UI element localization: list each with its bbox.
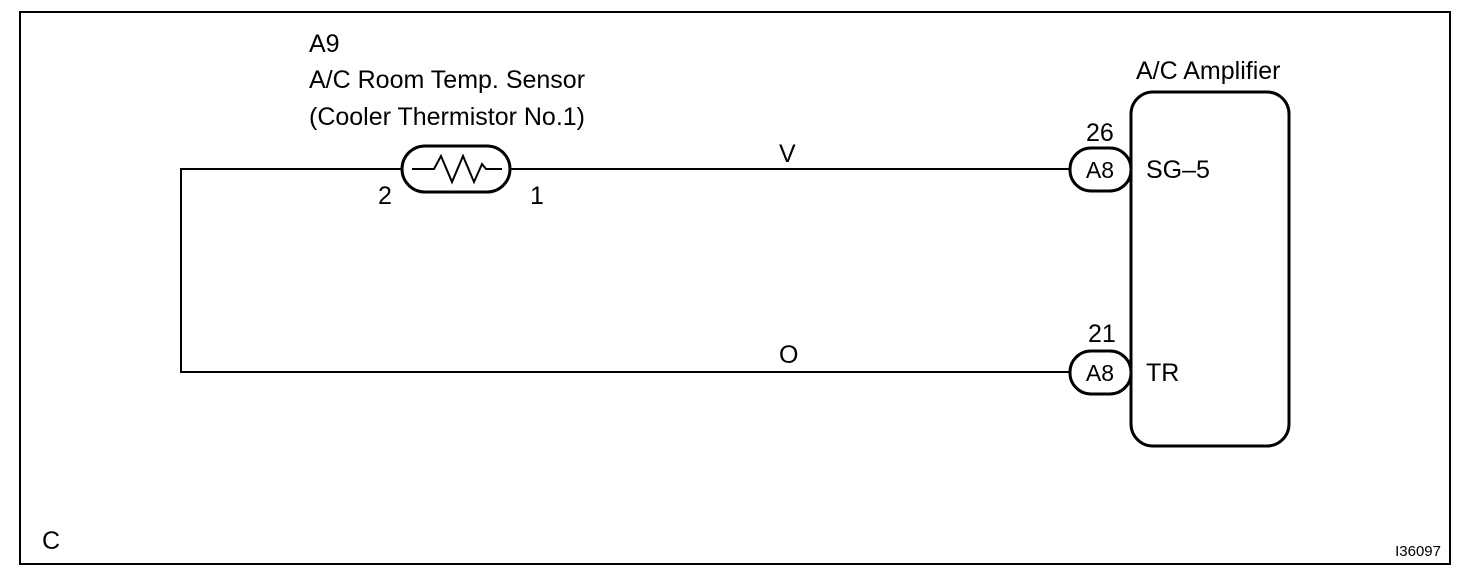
terminal-pin-lower: 21 <box>1088 320 1116 348</box>
sensor-name: A/C Room Temp. Sensor <box>309 66 585 94</box>
diagram-frame <box>19 11 1451 565</box>
sensor-pin-right: 1 <box>530 182 544 210</box>
connector-label-upper: A8 <box>1086 157 1114 183</box>
terminal-signal-lower: TR <box>1146 359 1179 387</box>
wire-color-o: O <box>779 341 798 369</box>
figure-id: I36097 <box>1395 543 1441 560</box>
sensor-pin-left: 2 <box>378 182 392 210</box>
amplifier-box <box>1129 90 1291 448</box>
terminal-pin-upper: 26 <box>1086 119 1114 147</box>
corner-letter: C <box>42 527 60 555</box>
sensor-subname: (Cooler Thermistor No.1) <box>309 103 585 131</box>
sensor-code: A9 <box>309 30 340 58</box>
connector-a8-upper <box>1068 146 1133 193</box>
connector-label-lower: A8 <box>1086 360 1114 386</box>
amplifier-name: A/C Amplifier <box>1136 57 1280 85</box>
loop-wire <box>180 168 1070 373</box>
connector-a8-lower <box>1068 349 1133 396</box>
terminal-signal-upper: SG–5 <box>1146 156 1210 184</box>
thermistor-sensor <box>400 144 512 194</box>
wire-color-v: V <box>779 140 796 168</box>
resistor-symbol <box>412 153 502 185</box>
